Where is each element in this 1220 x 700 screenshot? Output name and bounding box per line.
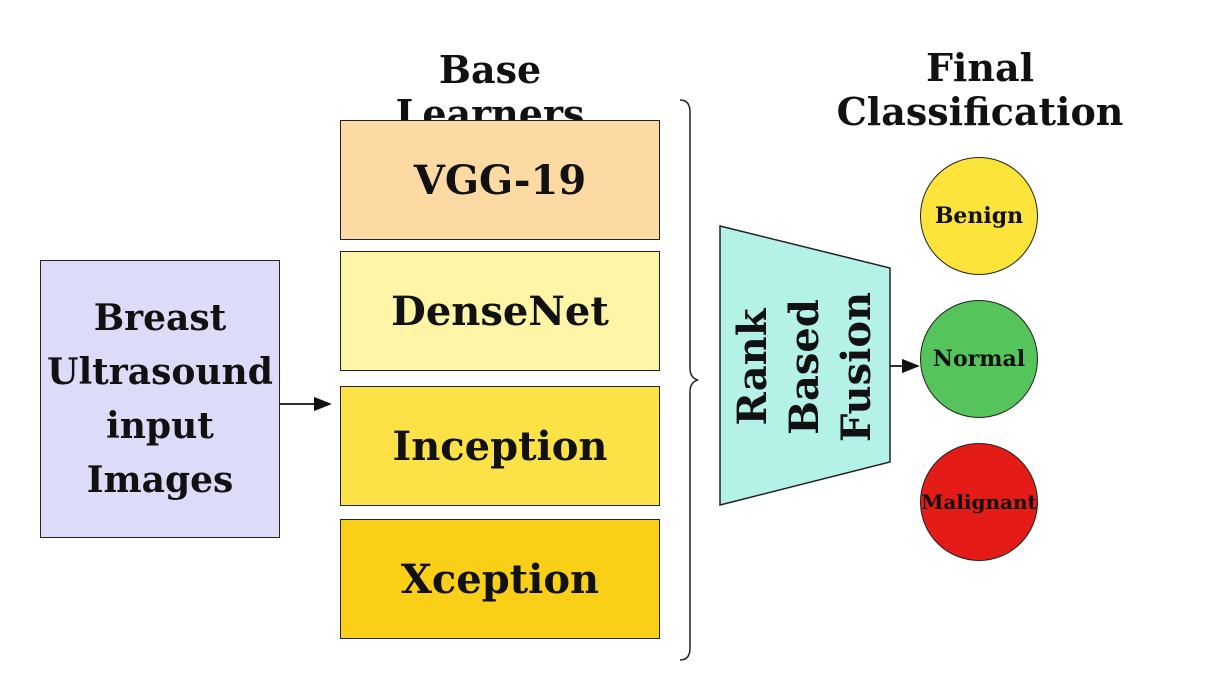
fusion-line: Rank xyxy=(728,308,776,426)
curly-brace xyxy=(679,99,699,661)
input-line: input xyxy=(106,405,214,447)
class-label: Malignant xyxy=(921,490,1037,514)
learner-label: Xception xyxy=(400,555,600,603)
class-circle-benign: Benign xyxy=(920,157,1038,275)
fusion-line: Based xyxy=(780,299,828,435)
class-label: Normal xyxy=(932,346,1026,372)
learner-label: VGG-19 xyxy=(413,156,587,204)
fusion-line: Fusion xyxy=(832,291,880,443)
final-heading-line1: Final xyxy=(925,45,1035,90)
class-circle-normal: Normal xyxy=(920,300,1038,418)
learner-label: Inception xyxy=(392,422,608,470)
learner-box-inception: Inception xyxy=(340,386,660,506)
class-label: Benign xyxy=(934,203,1024,229)
learner-box-densenet: DenseNet xyxy=(340,251,660,371)
input-line: Images xyxy=(86,459,234,501)
learner-box-vgg19: VGG-19 xyxy=(340,120,660,240)
input-line: Breast xyxy=(93,297,227,339)
learner-box-xception: Xception xyxy=(340,519,660,639)
fusion-label: Rank Based Fusion xyxy=(720,232,890,502)
input-images-box: Breast Ultrasound input Images xyxy=(40,260,280,538)
final-heading-line2: Classification xyxy=(836,89,1124,134)
input-line: Ultrasound xyxy=(47,351,273,393)
fusion-trapezoid xyxy=(719,225,891,506)
final-classification-heading: Final Classification xyxy=(830,46,1130,134)
class-circle-malignant: Malignant xyxy=(920,443,1038,561)
learner-label: DenseNet xyxy=(391,287,609,335)
